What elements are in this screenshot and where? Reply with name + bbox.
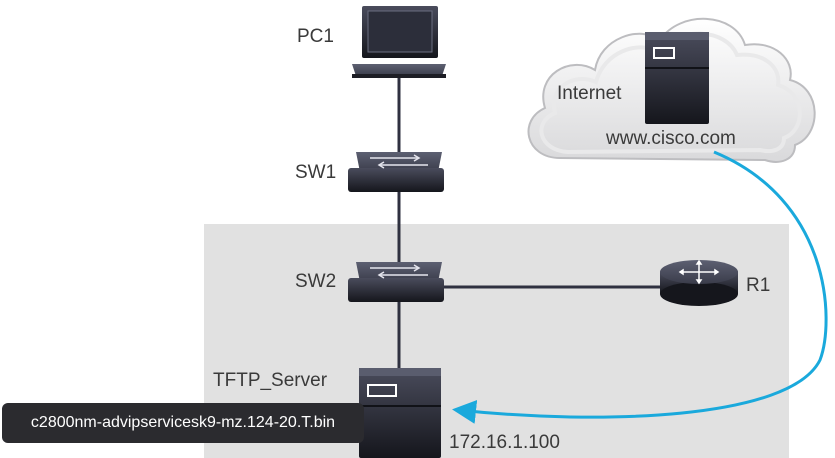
internet-label: Internet (557, 83, 622, 104)
laptop-icon (352, 6, 446, 78)
switch-icon-sw1 (348, 152, 444, 192)
tftp-server-label: TFTP_Server (213, 370, 328, 391)
router-icon (660, 259, 738, 306)
switch-icon-sw2 (348, 262, 444, 302)
tftp-ip-label: 172.16.1.100 (449, 432, 560, 453)
host-label: www.cisco.com (606, 128, 736, 149)
pc1-label: PC1 (297, 26, 334, 47)
cloud-server-icon (645, 32, 709, 124)
links (397, 78, 665, 368)
file-name-box: c2800nm-advipservicesk9-mz.124-20.T.bin (2, 403, 364, 443)
transfer-arrow (452, 150, 828, 424)
server-icon (359, 368, 441, 458)
r1-label: R1 (746, 275, 771, 296)
sw1-label: SW1 (295, 162, 337, 183)
sw2-label: SW2 (295, 271, 337, 292)
